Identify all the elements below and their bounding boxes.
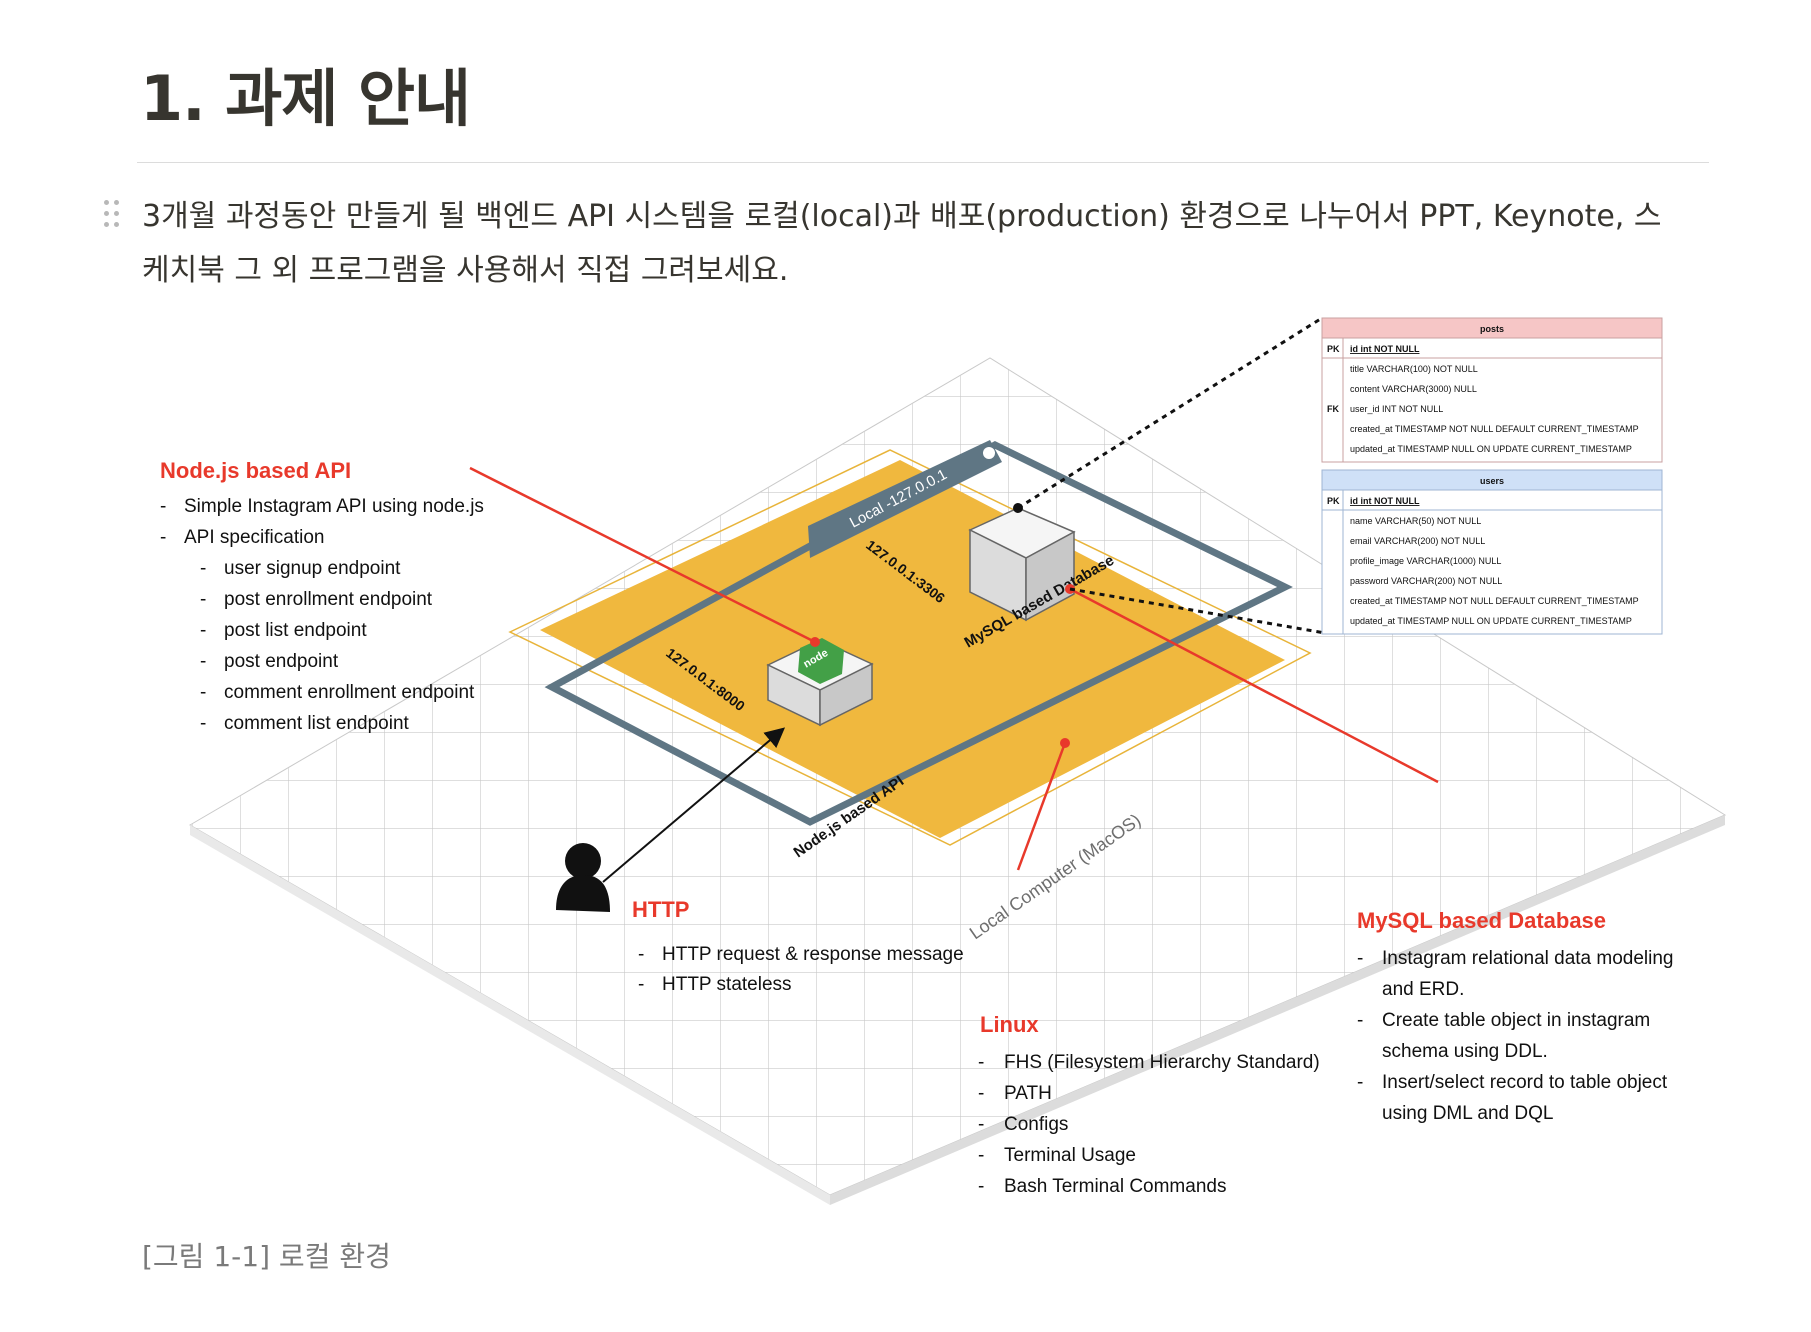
local-computer-outline bbox=[508, 449, 1312, 846]
http-item: HTTP stateless bbox=[662, 974, 792, 995]
api-callout-line bbox=[469, 466, 816, 644]
drag-handle-icon[interactable] bbox=[104, 200, 122, 232]
api-sub-item: comment list endpoint bbox=[224, 713, 410, 734]
architecture-diagram: Local -127.0.0.1 node 127.0.0.1:3306 MyS… bbox=[0, 300, 1811, 1220]
bullet: - bbox=[200, 558, 206, 579]
posts-pk-field: id int NOT NULL bbox=[1350, 344, 1420, 354]
http-item: HTTP request & response message bbox=[662, 944, 964, 965]
bullet: - bbox=[978, 1083, 984, 1104]
title-divider bbox=[137, 162, 1709, 163]
users-field: created_at TIMESTAMP NOT NULL DEFAULT CU… bbox=[1350, 596, 1639, 606]
erd-connector-bottom bbox=[1069, 587, 1326, 635]
bullet: - bbox=[638, 974, 644, 995]
http-section: HTTP - HTTP request & response message -… bbox=[632, 897, 964, 995]
bullet: - bbox=[1357, 948, 1363, 969]
linux-item: PATH bbox=[1004, 1083, 1052, 1104]
posts-field: updated_at TIMESTAMP NULL ON UPDATE CURR… bbox=[1350, 444, 1632, 454]
bullet: - bbox=[978, 1052, 984, 1073]
mysql-item: Insert/select record to table object bbox=[1382, 1072, 1668, 1093]
bullet: - bbox=[1357, 1010, 1363, 1031]
bullet: - bbox=[200, 589, 206, 610]
assignment-description: 3개월 과정동안 만들게 될 백엔드 API 시스템을 로컬(local)과 배… bbox=[142, 199, 1662, 288]
posts-field: user_id INT NOT NULL bbox=[1350, 404, 1443, 414]
api-section-title: Node.js based API bbox=[160, 458, 351, 483]
users-table-name: users bbox=[1480, 476, 1504, 486]
linux-callout-dot bbox=[1060, 738, 1070, 748]
bullet: - bbox=[638, 944, 644, 965]
api-cube: node bbox=[766, 638, 874, 727]
bullet: - bbox=[200, 620, 206, 641]
linux-section: Linux - FHS (Filesystem Hierarchy Standa… bbox=[978, 1012, 1320, 1197]
api-callout-dot bbox=[810, 637, 820, 647]
posts-field: title VARCHAR(100) NOT NULL bbox=[1350, 364, 1478, 374]
http-arrow bbox=[602, 727, 786, 883]
posts-field: created_at TIMESTAMP NOT NULL DEFAULT CU… bbox=[1350, 424, 1639, 434]
db-cube bbox=[968, 507, 1076, 622]
api-sub-item: post endpoint bbox=[224, 651, 339, 672]
users-field: updated_at TIMESTAMP NULL ON UPDATE CURR… bbox=[1350, 616, 1632, 626]
bullet: - bbox=[978, 1145, 984, 1166]
users-field: profile_image VARCHAR(1000) NULL bbox=[1350, 556, 1501, 566]
api-sub-item: comment enrollment endpoint bbox=[224, 682, 475, 703]
mysql-section-title: MySQL based Database bbox=[1357, 908, 1606, 933]
linux-section-title: Linux bbox=[980, 1012, 1039, 1037]
posts-field: content VARCHAR(3000) NULL bbox=[1350, 384, 1477, 394]
posts-table-name: posts bbox=[1480, 324, 1504, 334]
api-sub-item: post list endpoint bbox=[224, 620, 367, 641]
posts-fk-tag: FK bbox=[1327, 404, 1339, 414]
bullet: - bbox=[200, 651, 206, 672]
linux-item: FHS (Filesystem Hierarchy Standard) bbox=[1004, 1052, 1320, 1073]
nodejs-icon bbox=[798, 638, 844, 684]
posts-pk-tag: PK bbox=[1327, 344, 1340, 354]
http-section-title: HTTP bbox=[632, 897, 689, 922]
mysql-item: using DML and DQL bbox=[1382, 1103, 1553, 1124]
page-title: 1. 과제 안내 bbox=[140, 62, 471, 135]
bullet: - bbox=[160, 496, 166, 517]
linux-item: Configs bbox=[1004, 1114, 1068, 1135]
users-pk-tag: PK bbox=[1327, 496, 1340, 506]
mysql-item: and ERD. bbox=[1382, 979, 1464, 1000]
users-field: email VARCHAR(200) NOT NULL bbox=[1350, 536, 1485, 546]
linux-item: Terminal Usage bbox=[1004, 1145, 1136, 1166]
local-computer-platform bbox=[540, 460, 1285, 838]
mysql-item: Instagram relational data modeling bbox=[1382, 948, 1674, 969]
bullet: - bbox=[978, 1176, 984, 1197]
figure-caption: [그림 1-1] 로컬 환경 bbox=[142, 1240, 391, 1273]
users-pk-field: id int NOT NULL bbox=[1350, 496, 1420, 506]
bullet: - bbox=[160, 527, 166, 548]
api-sub-item: post enrollment endpoint bbox=[224, 589, 433, 610]
api-item: Simple Instagram API using node.js bbox=[184, 496, 484, 517]
users-field: password VARCHAR(200) NOT NULL bbox=[1350, 576, 1502, 586]
erd-users-table: users PK id int NOT NULL name VARCHAR(50… bbox=[1321, 469, 1663, 635]
mysql-item: Create table object in instagram bbox=[1382, 1010, 1650, 1031]
bullet: - bbox=[978, 1114, 984, 1135]
bullet: - bbox=[1357, 1072, 1363, 1093]
bullet: - bbox=[200, 713, 206, 734]
api-sub-item: user signup endpoint bbox=[224, 558, 401, 579]
mysql-section: MySQL based Database - Instagram relatio… bbox=[1357, 908, 1674, 1124]
bullet: - bbox=[200, 682, 206, 703]
linux-item: Bash Terminal Commands bbox=[1004, 1176, 1226, 1197]
users-field: name VARCHAR(50) NOT NULL bbox=[1350, 516, 1481, 526]
linux-callout-line bbox=[1016, 742, 1067, 871]
erd-posts-table: posts PK id int NOT NULL title VARCHAR(1… bbox=[1321, 317, 1663, 463]
api-item: API specification bbox=[184, 527, 324, 548]
user-icon bbox=[556, 843, 610, 912]
api-section: Node.js based API - Simple Instagram API… bbox=[160, 458, 484, 734]
db-callout-line bbox=[1069, 587, 1439, 784]
mysql-item: schema using DDL. bbox=[1382, 1041, 1548, 1062]
